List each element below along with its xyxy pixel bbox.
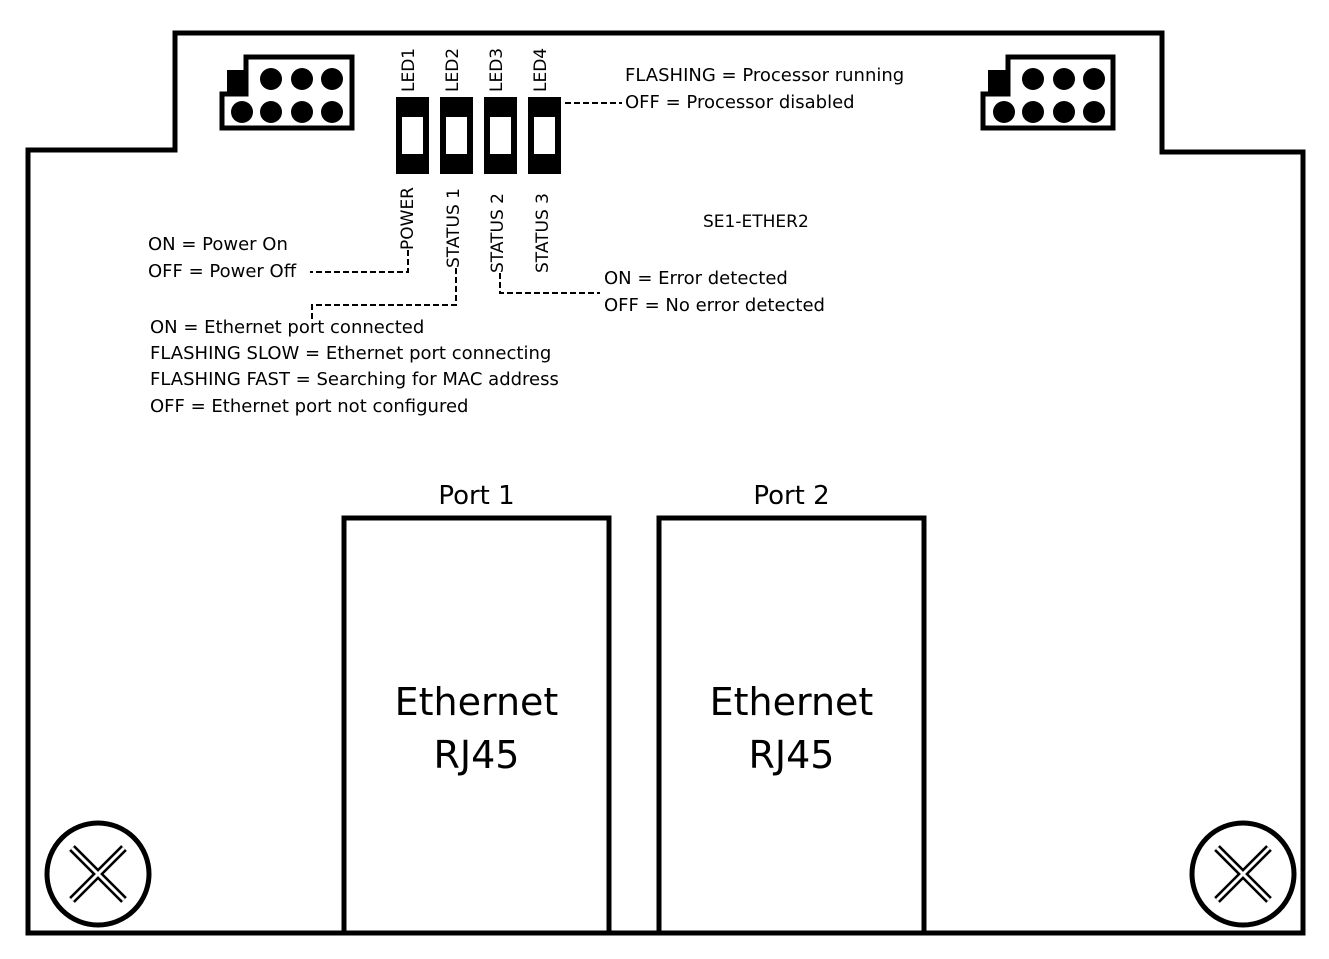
left-header-connector bbox=[219, 54, 355, 131]
status1-legend-flashing-fast: FLASHING FAST = Searching for MAC addres… bbox=[150, 369, 559, 390]
port-1-jack bbox=[341, 515, 612, 936]
port-1-connector: RJ45 bbox=[433, 733, 520, 778]
port-1-description: Ethernet RJ45 bbox=[344, 676, 609, 782]
mounting-hole-right bbox=[1189, 820, 1297, 928]
power-legend-off: OFF = Power Off bbox=[148, 261, 297, 282]
status3-legend-off: OFF = Processor disabled bbox=[625, 92, 855, 113]
status-3-label: STATUS 3 bbox=[533, 192, 553, 273]
board-outline bbox=[25, 30, 1306, 936]
led-2 bbox=[440, 97, 473, 174]
port-1-title: Port 1 bbox=[438, 481, 515, 511]
status2-legend-on: ON = Error detected bbox=[604, 268, 788, 289]
status-2-label: STATUS 2 bbox=[488, 192, 508, 273]
status3-legend-flashing: FLASHING = Processor running bbox=[625, 65, 905, 86]
port-2-description: Ethernet RJ45 bbox=[659, 676, 924, 782]
led-4-label: LED4 bbox=[531, 47, 551, 92]
mounting-hole-left bbox=[44, 820, 152, 928]
led-3 bbox=[484, 97, 517, 174]
led-1 bbox=[396, 97, 429, 174]
status1-legend-flashing-slow: FLASHING SLOW = Ethernet port connecting bbox=[150, 343, 552, 364]
status1-legend-on: ON = Ethernet port connected bbox=[150, 317, 425, 338]
status2-legend-off: OFF = No error detected bbox=[604, 295, 825, 316]
status-1-label: STATUS 1 bbox=[444, 187, 464, 268]
port-2-title: Port 2 bbox=[753, 481, 830, 511]
leader-line-status1 bbox=[311, 268, 457, 322]
port-2-jack bbox=[656, 515, 927, 936]
led-4 bbox=[528, 97, 561, 174]
led-1-label: LED1 bbox=[399, 47, 419, 92]
port-2-type: Ethernet bbox=[709, 680, 874, 724]
led-3-label: LED3 bbox=[487, 47, 507, 92]
leader-line-status2 bbox=[499, 273, 600, 294]
port-1-type: Ethernet bbox=[394, 680, 559, 724]
right-header-connector bbox=[980, 54, 1116, 131]
led-2-label: LED2 bbox=[443, 47, 463, 92]
board-model-label: SE1-ETHER2 bbox=[703, 212, 809, 232]
leader-line-power bbox=[310, 250, 409, 273]
power-legend-on: ON = Power On bbox=[148, 234, 288, 255]
port-2-connector: RJ45 bbox=[748, 733, 835, 778]
power-label: POWER bbox=[398, 187, 418, 250]
status1-legend-off: OFF = Ethernet port not configured bbox=[150, 396, 469, 417]
